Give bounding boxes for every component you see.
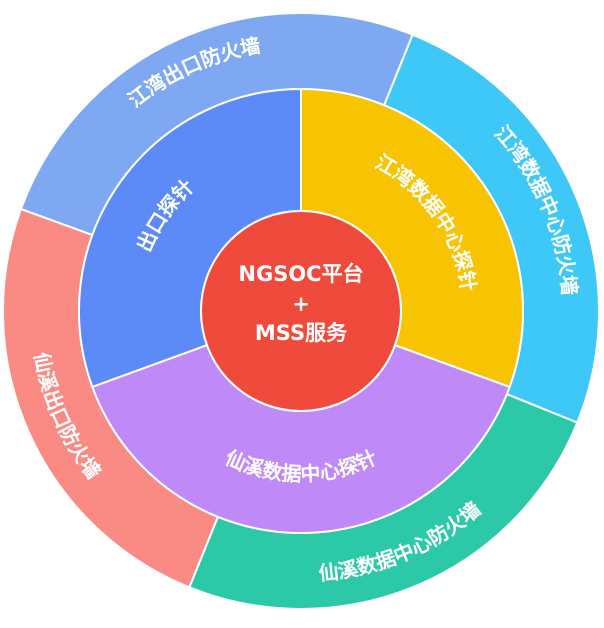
center-plus: +: [292, 292, 310, 316]
center-title: NGSOC平台: [238, 262, 363, 286]
center-subtitle: MSS服务: [255, 321, 348, 345]
center-circle: [200, 210, 402, 412]
